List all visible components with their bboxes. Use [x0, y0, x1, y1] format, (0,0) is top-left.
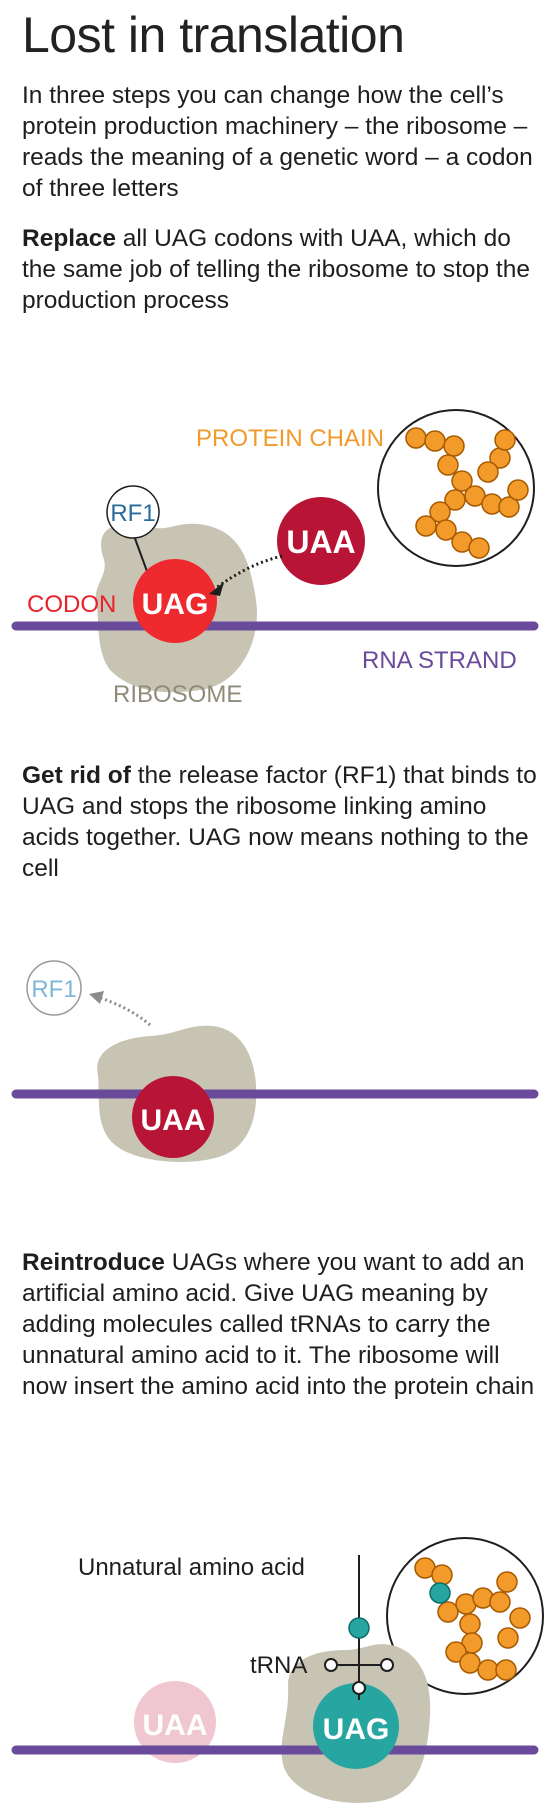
- uaa-faded-label: UAA: [143, 1709, 208, 1742]
- protein-chain-beads-2: [414, 1557, 531, 1681]
- protein-chain-label: PROTEIN CHAIN: [196, 425, 384, 452]
- rf1-circle: [106, 485, 160, 539]
- uaa-codon-label-2: UAA: [141, 1104, 206, 1137]
- codon-label: CODON: [27, 591, 116, 618]
- protein-chain-beads: [405, 427, 529, 559]
- rf1-exit-arrowhead: [89, 991, 104, 1004]
- protein-chain-teal-bead: [429, 1582, 451, 1604]
- uag-codon-circle: [133, 559, 217, 643]
- intro-text: In three steps you can change how the ce…: [22, 82, 533, 202]
- uaa-codon-label: UAA: [286, 524, 355, 560]
- uag-teal-label: UAG: [323, 1713, 390, 1746]
- uag-teal-circle: [313, 1683, 399, 1769]
- diagram-reintroduce: Unnatural amino acid UAA UAG tRNA: [11, 1537, 544, 1803]
- uaa-codon-circle-2: [132, 1076, 214, 1158]
- step-2-body: the release factor (RF1) that binds to U…: [22, 762, 537, 882]
- rna-strand-label: RNA STRAND: [362, 647, 517, 674]
- step-3-body: UAGs where you want to add an artificial…: [22, 1249, 535, 1400]
- rf1-faded-label: RF1: [31, 976, 76, 1003]
- step-1-body: all UAG codons with UAA, which do the sa…: [22, 225, 530, 314]
- step-1-lead: Replace: [22, 225, 116, 252]
- step-2-text: Get rid of the release factor (RF1) that…: [22, 760, 542, 884]
- uag-codon-label: UAG: [142, 588, 209, 621]
- unnatural-amino-acid-bead: [348, 1617, 370, 1639]
- step-2-lead: Get rid of: [22, 762, 131, 789]
- uaa-codon-circle: [277, 497, 365, 585]
- step-1-text: Replace all UAG codons with UAA, which d…: [22, 223, 542, 316]
- diagram-replace: PROTEIN CHAIN RF1 UAG UAA CODON RNA STRA…: [11, 409, 539, 708]
- trna-molecule: [324, 1636, 394, 1700]
- page-title: Lost in translation: [22, 7, 405, 63]
- step-3-text: Reintroduce UAGs where you want to add a…: [22, 1247, 542, 1402]
- rf1-faded-circle: [26, 960, 82, 1016]
- step-3-lead: Reintroduce: [22, 1249, 165, 1276]
- trna-label: tRNA: [250, 1652, 307, 1679]
- replace-arrowhead: [209, 582, 224, 596]
- ribosome-label: RIBOSOME: [113, 681, 242, 708]
- rf1-label: RF1: [110, 500, 155, 527]
- diagram-remove-rf1: RF1 UAA: [11, 960, 539, 1162]
- rf1-exit-arrow: [97, 995, 151, 1027]
- unnatural-amino-acid-label: Unnatural amino acid: [78, 1554, 305, 1581]
- uaa-faded-circle: [134, 1681, 216, 1763]
